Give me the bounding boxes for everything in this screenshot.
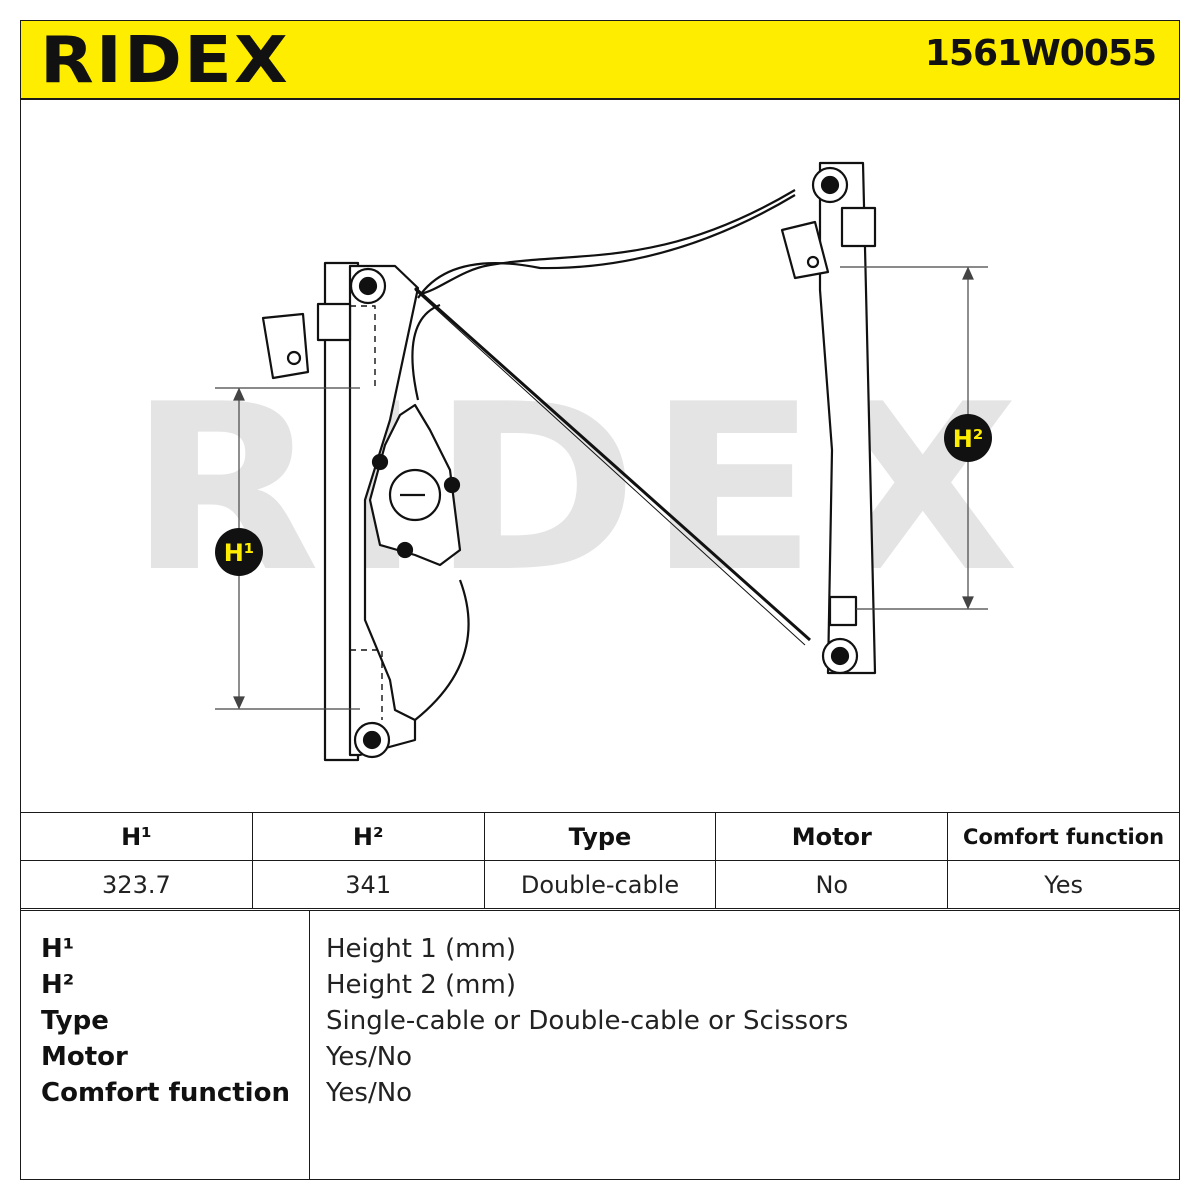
legend-key: H²	[41, 970, 75, 1000]
header-bar	[20, 20, 1180, 100]
legend-box: H¹ H² Type Motor Comfort function Height…	[20, 910, 1180, 1180]
legend-desc: Yes/No	[326, 1042, 413, 1072]
right-upper-clip	[780, 220, 830, 280]
h1-badge-label: H¹	[224, 539, 255, 567]
motor-cable	[411, 303, 441, 401]
diagonal-cable	[414, 286, 811, 642]
right-slider	[828, 595, 858, 627]
part-number: 1561W0055	[924, 33, 1157, 74]
ridex-logo: RIDEX	[40, 26, 290, 88]
spec-header-comfort: Comfort function	[947, 812, 1180, 861]
legend-keys: H¹ H² Type Motor Comfort function	[41, 931, 290, 1111]
right-rail	[818, 161, 877, 675]
legend-key: Type	[41, 1006, 109, 1036]
legend-desc: Single-cable or Double-cable or Scissors	[326, 1006, 849, 1036]
spec-value-comfort: Yes	[947, 860, 1180, 909]
left-upper-clip	[261, 312, 310, 380]
spec-header-h1: H¹	[20, 812, 253, 861]
lower-cable	[414, 579, 470, 721]
legend-key: Comfort function	[41, 1078, 290, 1108]
upper-cable	[417, 194, 796, 299]
spec-value-h1: 323.7	[20, 860, 253, 909]
h1-badge: H¹	[215, 528, 263, 576]
spec-header-row: H¹ H² Type Motor Comfort function	[20, 812, 1180, 861]
legend-divider	[309, 911, 310, 1179]
spec-table: H¹ H² Type Motor Comfort function 323.7 …	[20, 812, 1180, 909]
legend-descriptions: Height 1 (mm) Height 2 (mm) Single-cable…	[326, 931, 848, 1111]
window-regulator-drawing: RIDEX	[128, 161, 1028, 762]
legend-desc: Height 1 (mm)	[326, 934, 516, 964]
spec-header-type: Type	[483, 812, 717, 861]
spec-value-type: Double-cable	[483, 860, 717, 909]
spec-value-motor: No	[715, 860, 949, 909]
spec-value-row: 323.7 341 Double-cable No Yes	[20, 860, 1180, 909]
legend-key: Motor	[41, 1042, 128, 1072]
legend-desc: Height 2 (mm)	[326, 970, 516, 1000]
h2-badge-label: H²	[953, 425, 984, 453]
spec-value-h2: 341	[251, 860, 485, 909]
left-rail-inner	[348, 264, 420, 757]
legend-desc: Yes/No	[326, 1078, 413, 1108]
brand-logo-text: RIDEX	[40, 26, 290, 88]
watermark-logo: RIDEX	[128, 356, 1028, 623]
spec-header-h2: H²	[251, 812, 485, 861]
h2-badge: H²	[944, 414, 992, 462]
legend-key: H¹	[41, 934, 75, 964]
spec-header-motor: Motor	[715, 812, 949, 861]
